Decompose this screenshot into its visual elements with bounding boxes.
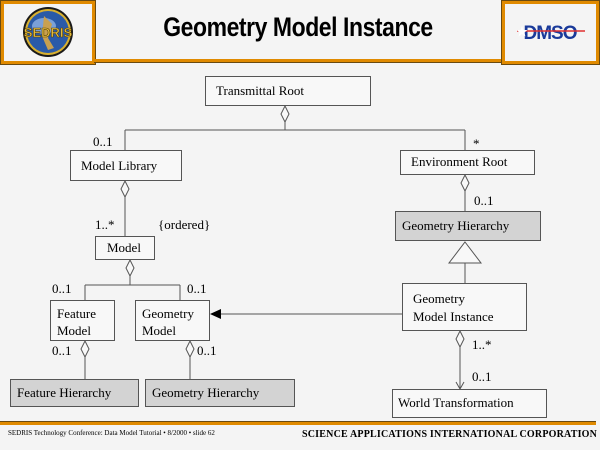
class-label-line2: Model [142,323,176,338]
class-label: Geometry Hierarchy [152,385,260,400]
directed-arrowhead-icon [210,309,221,319]
multiplicity-world-transformation: 0..1 [472,369,492,384]
class-label-line2: Model [57,323,91,338]
footer-conference-info: SEDRIS Technology Conference: Data Model… [8,429,215,437]
svg-text:SEDRIS: SEDRIS [24,25,73,40]
aggregation-diamond-icon [120,179,130,199]
multiplicity-model: 1..* [95,217,115,232]
multiplicity-model-library: 0..1 [93,134,113,149]
multiplicity-geometry-model: 0..1 [187,281,207,296]
class-label: Model Library [81,158,158,173]
class-label-line1: Geometry [142,306,194,321]
class-label: Feature Hierarchy [17,385,112,400]
footer-company: SCIENCE APPLICATIONS INTERNATIONAL CORPO… [302,429,598,440]
class-label: Model [107,240,141,255]
aggregation-diamond-icon [125,258,135,278]
class-label-line1: Feature [57,306,96,321]
class-geometry-model[interactable]: Geometry Model [135,300,210,341]
footer-divider [0,421,596,425]
class-transmittal-root[interactable]: Transmittal Root [205,76,371,106]
class-label: Environment Root [411,154,508,169]
dmso-logo: DMSO [501,0,600,65]
dmso-wordmark-icon: DMSO [516,23,585,44]
class-geometry-hierarchy-top[interactable]: Geometry Hierarchy [395,211,541,241]
aggregation-diamond-icon [455,329,465,349]
class-geometry-model-instance[interactable]: Geometry Model Instance [402,283,527,331]
class-label: World Transformation [398,395,514,410]
multiplicity-geometry-hierarchy-top: 0..1 [474,193,494,208]
aggregation-diamond-icon [80,339,90,359]
class-label-line1: Geometry [413,291,465,306]
aggregation-diamond-icon [185,339,195,359]
page-title: Geometry Model Instance [163,12,433,42]
class-geometry-hierarchy-bottom[interactable]: Geometry Hierarchy [145,379,295,407]
generalization-triangle-icon [447,241,483,264]
aggregation-diamond-icon [280,104,290,124]
class-label: Geometry Hierarchy [402,218,510,233]
aggregation-diamond-icon [460,173,470,193]
class-world-transformation[interactable]: World Transformation [392,389,547,418]
ordered-constraint: {ordered} [158,217,211,232]
class-model[interactable]: Model [95,236,155,260]
multiplicity-feature-model: 0..1 [52,281,72,296]
multiplicity-environment-root: * [473,136,480,151]
multiplicity-feature-hierarchy: 0..1 [52,343,72,358]
sedris-globe-icon: SEDRIS [23,7,73,57]
class-model-library[interactable]: Model Library [70,150,182,181]
multiplicity-gmi-source: 1..* [472,337,492,352]
header-divider [94,59,502,63]
class-feature-model[interactable]: Feature Model [50,300,115,341]
svg-text:DMSO: DMSO [524,23,577,44]
class-label: Transmittal Root [216,83,305,98]
class-label-line2: Model Instance [413,309,494,324]
sedris-logo: SEDRIS [0,0,96,65]
class-environment-root[interactable]: Environment Root [400,150,535,175]
multiplicity-geometry-hierarchy-bottom: 0..1 [197,343,217,358]
class-feature-hierarchy[interactable]: Feature Hierarchy [10,379,139,407]
